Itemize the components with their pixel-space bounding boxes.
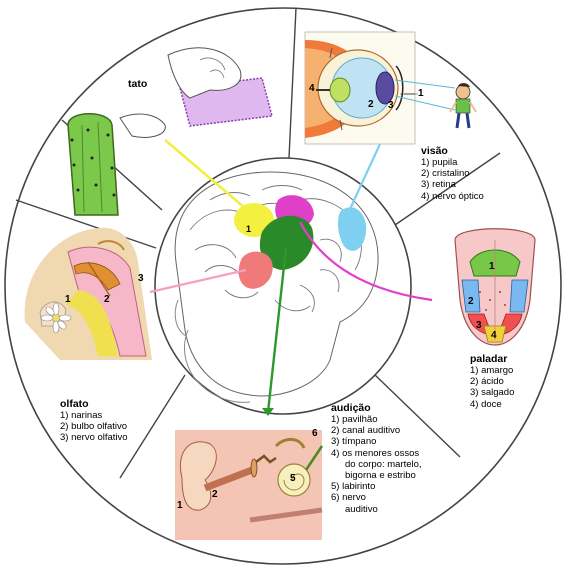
smell-legend: olfato 1) narinas 2) bulbo olfativo 3) n… <box>60 398 128 444</box>
divider-top <box>288 7 297 159</box>
tongue-marker: 1 <box>489 261 495 272</box>
hearing-title: audição <box>331 402 371 414</box>
vision-item: 4) nervo óptico <box>421 190 484 202</box>
brain-marker: 1 <box>246 224 252 234</box>
taste-illustration <box>454 228 536 346</box>
taste-item: 3) salgado <box>470 387 515 399</box>
eye-marker: 1 <box>418 88 424 99</box>
hearing-item: 3) tímpano <box>331 436 377 448</box>
nose-marker: 1 <box>65 294 71 305</box>
lens <box>375 71 395 105</box>
vision-item: 2) cristalino <box>421 168 470 180</box>
hearing-item: 1) pavilhão <box>331 414 378 425</box>
connector-touch <box>164 139 253 215</box>
tongue-marker: 4 <box>491 330 497 341</box>
taste-item: 4) doce <box>470 398 502 410</box>
hearing-item: 6) nervo <box>331 492 366 504</box>
smell-item: 2) bulbo olfativo <box>60 421 128 433</box>
smell-illustration <box>24 227 152 360</box>
ear-canal <box>203 466 254 492</box>
connector-lines <box>149 93 433 416</box>
eye-marker: 2 <box>368 99 374 110</box>
brain-area-touch <box>234 203 274 237</box>
boy-figure <box>449 83 477 129</box>
smell-list: 1) narinas 2) bulbo olfativo 3) nervo ol… <box>60 410 128 444</box>
hearing-item: do corpo: martelo, <box>345 458 422 470</box>
ear-marker: 6 <box>312 428 318 439</box>
hearing-item: 5) labirinto <box>331 481 376 493</box>
hearing-item: 2) canal auditivo <box>331 425 401 437</box>
hearing-item: bigorna e estribo <box>345 470 416 482</box>
hearing-legend: audição 1) pavilhão 2) canal auditivo 3)… <box>331 402 422 515</box>
taste-item: 2) ácido <box>470 376 504 388</box>
hearing-illustration <box>175 420 324 540</box>
taste-legend: paladar 1) amargo 2) ácido 3) salgado 4)… <box>470 353 514 410</box>
nose-marker: 2 <box>104 294 110 305</box>
brain-area-smell <box>238 251 273 289</box>
smell-title: olfato <box>60 398 89 410</box>
head-illustration <box>174 171 379 403</box>
ear-marker: 2 <box>212 489 218 500</box>
touch-illustration <box>67 47 273 216</box>
taste-list: 1) amargo 2) ácido 3) salgado 4) doce <box>470 365 514 410</box>
ear-marker: 1 <box>177 500 183 511</box>
brain-area-hearing <box>259 215 314 270</box>
vision-item: 1) pupila <box>421 157 458 168</box>
vision-item: 3) retina <box>421 179 456 191</box>
vision-illustration <box>304 31 477 145</box>
ear-pinna <box>180 441 217 511</box>
eardrum <box>250 458 258 478</box>
tongue-sour-zone-right <box>509 279 529 313</box>
vision-legend: visão 1) pupila 2) cristalino 3) retina … <box>421 145 484 202</box>
hearing-list: 1) pavilhão 2) canal auditivo 3) tímpano… <box>331 414 422 515</box>
hearing-item: 4) os menores ossos <box>331 447 420 459</box>
eye-marker: 3 <box>388 100 394 111</box>
connector-taste <box>299 221 433 302</box>
ear-marker: 5 <box>290 473 296 484</box>
tongue-marker: 2 <box>468 296 474 307</box>
auditory-nerve <box>304 445 324 471</box>
hearing-item: auditivo <box>345 503 378 515</box>
divider-upper-right <box>394 152 501 226</box>
ossicles <box>255 454 277 464</box>
taste-title: paladar <box>470 353 508 365</box>
touch-title: tato <box>128 78 148 90</box>
vision-list: 1) pupila 2) cristalino 3) retina 4) ner… <box>421 157 484 202</box>
cochlea <box>277 463 311 497</box>
hand-shape <box>167 47 242 99</box>
vision-title: visão <box>421 145 448 157</box>
divider-lower-left <box>119 374 186 479</box>
eye-marker: 4 <box>309 83 315 94</box>
flower <box>40 302 72 334</box>
tongue-sour-zone-left <box>461 279 481 313</box>
tongue-marker: 3 <box>476 320 482 331</box>
connector-smell <box>149 268 247 294</box>
smell-item: 3) nervo olfativo <box>60 432 128 444</box>
connector-vision <box>343 143 381 223</box>
nose-marker: 3 <box>138 273 144 284</box>
smell-item: 1) narinas <box>60 410 103 421</box>
divider-left <box>15 199 157 249</box>
cactus-shape <box>67 113 119 216</box>
connector-hearing <box>266 247 288 413</box>
divider-lower-right <box>374 374 461 458</box>
taste-item: 1) amargo <box>470 365 514 376</box>
